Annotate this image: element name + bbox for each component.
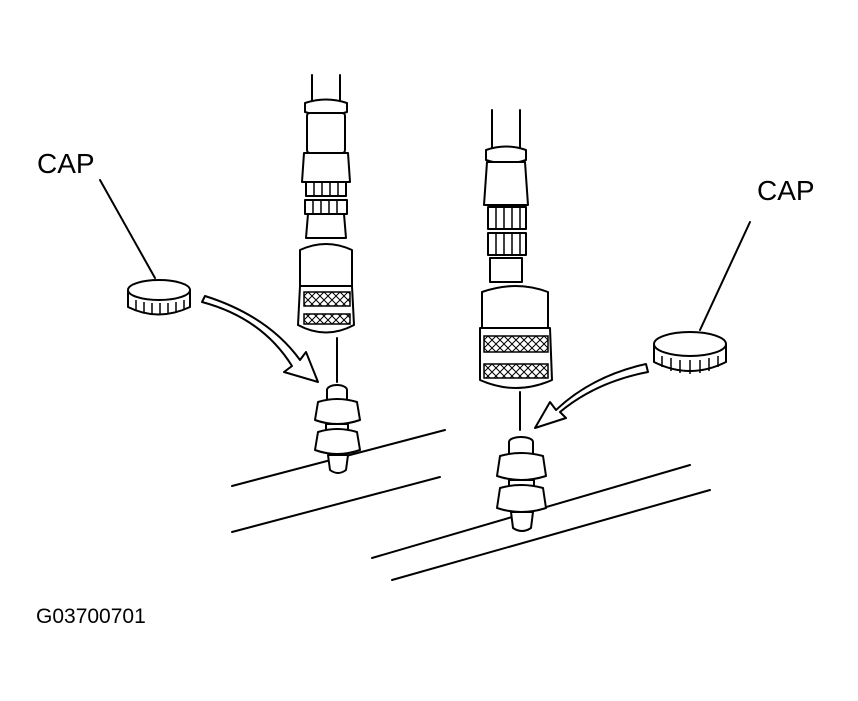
right-hose-connector: [479, 109, 553, 431]
left-install-arrow: [201, 295, 319, 383]
left-cap: [127, 279, 191, 316]
surface-lines: [231, 429, 711, 581]
right-cap-leader-line: [699, 221, 751, 331]
cap-label-right: CAP: [757, 175, 815, 206]
left-bleeder-fitting: [314, 384, 361, 474]
left-hose-connector: [297, 74, 355, 383]
right-install-arrow: [534, 363, 649, 429]
cap-label-left: CAP: [37, 148, 95, 179]
figure-code: G03700701: [36, 605, 146, 628]
right-cap: [653, 331, 727, 374]
left-cap-leader-line: [99, 179, 156, 279]
right-bleeder-fitting: [496, 436, 547, 532]
